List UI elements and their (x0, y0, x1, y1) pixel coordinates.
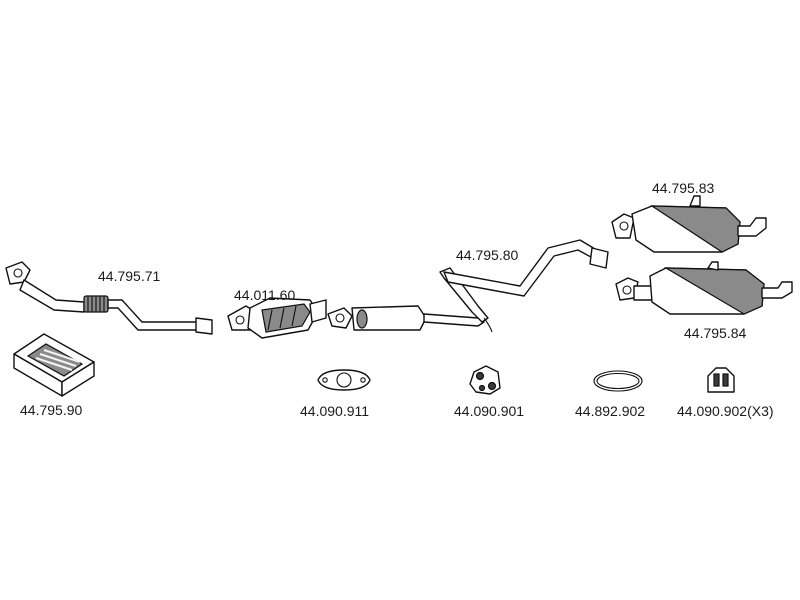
front-pipe-drawing[interactable] (5, 261, 213, 335)
part-number-rubber-hanger: 44.090.902(X3) (677, 403, 774, 419)
part-number-rear-silencer-upper: 44.795.83 (652, 180, 715, 196)
gasket-drawing[interactable] (317, 369, 371, 391)
part-number-gasket: 44.090.911 (300, 403, 370, 419)
part-number-rear-silencer-lower: 44.795.84 (684, 325, 747, 341)
part-number-sealing-ring: 44.892.902 (575, 403, 646, 419)
rear-silencer-upper-drawing[interactable] (611, 195, 767, 253)
part-number-front-pipe: 44.795.71 (98, 268, 161, 284)
rubber-mount-drawing[interactable] (469, 365, 501, 395)
fitting-kit-drawing[interactable] (13, 333, 95, 397)
part-number-rubber-mount: 44.090.901 (454, 403, 525, 419)
part-number-fitting-kit: 44.795.90 (20, 402, 83, 418)
centre-pipe-drawing[interactable] (327, 239, 609, 333)
rubber-hanger-drawing[interactable] (707, 367, 735, 393)
sealing-ring-drawing[interactable] (593, 370, 643, 392)
part-number-centre-pipe: 44.795.80 (456, 247, 519, 263)
rear-silencer-lower-drawing[interactable] (615, 261, 793, 315)
part-number-catalytic-converter: 44.011.60 (234, 287, 296, 303)
catalytic-converter-drawing[interactable] (227, 297, 327, 339)
